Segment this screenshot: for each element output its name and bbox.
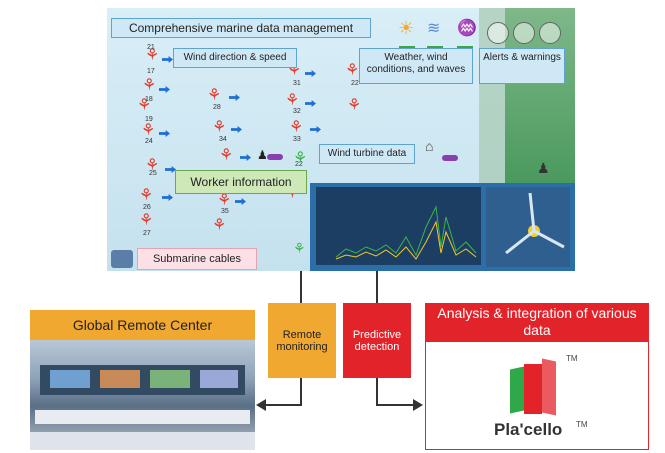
turbine-icon: ⚘ [207,87,222,104]
arrow-right-icon [413,399,423,411]
turbine-3d-svg [505,192,565,255]
wind-arrow-icon [305,100,316,107]
worker-icon: ♟ [257,148,268,162]
sun-icon: ☀ [398,18,415,38]
screen [200,370,238,388]
turbine-number: 34 [219,136,227,143]
substation-icon: ⌂ [425,138,434,154]
analysis-box: TM Pla'cello TM [425,341,649,450]
weather-label: Weather, wind conditions, and waves [359,48,473,84]
turbine-number: 32 [293,108,301,115]
turbine-number: 21 [147,44,155,51]
status-bar [457,46,473,49]
turbine-green-icon: ⚘ [293,150,308,167]
wind-arrow-icon [305,70,316,77]
turbine-number: 26 [143,204,151,211]
turbine-icon: ⚘ [142,77,157,94]
turbine-number: 18 [145,96,153,103]
turbine-icon: ⚘ [145,157,160,174]
remote-monitoring-box: Remote monitoring [268,303,336,378]
turbine-number: 19 [145,116,153,123]
connector-line [376,404,414,406]
turbine-icon: ⚘ [139,187,154,204]
turbine-icon: ⚘ [217,192,232,209]
turbine-data-panel [310,183,575,271]
worker-icon: ♟ [537,160,550,176]
screen [50,370,90,388]
screen [100,370,140,388]
wave-icon: ♒ [457,20,477,37]
ship-icon [267,154,283,160]
turbine-number: 25 [149,170,157,177]
predictive-detection-box: Predictive detection [343,303,411,378]
wind-arrow-icon [235,198,246,205]
turbine-number: 24 [145,138,153,145]
status-bar [399,46,415,49]
alerts-label: Alerts & warnings [479,48,565,84]
turbine-icon: ⚘ [141,122,156,139]
wind-arrow-icon [231,126,242,133]
turbine-3d-view [486,187,570,267]
analysis-title: Analysis & integration of various data [425,303,649,341]
wind-arrow-icon [162,56,173,63]
wind-arrow-icon [240,154,251,161]
desk-row [35,410,250,424]
arrow-left-icon [256,399,266,411]
turbine-icon: ⚘ [145,47,160,64]
turbine-icon: ⚘ [285,92,300,109]
connector-line [265,404,302,406]
turbine-icon: ⚘ [212,217,227,234]
turbine-icon: ⚘ [137,97,152,114]
wind-icon: ≋ [427,20,441,37]
control-room-photo [30,340,255,450]
map-title: Comprehensive marine data management [111,18,371,38]
turbine-number: 35 [221,208,229,215]
turbine-icon: ⚘ [347,97,362,114]
turbine-number: 28 [213,104,221,111]
turbine-number: 33 [293,136,301,143]
wind-label: Wind direction & speed [173,48,297,68]
cables-label: Submarine cables [137,248,257,270]
turbine-icon: ⚘ [289,119,304,136]
turbine-number: 17 [147,68,155,75]
turbine-icon: ⚘ [345,62,360,79]
worker-label: Worker information [175,170,307,194]
wind-arrow-icon [229,94,240,101]
chart-svg [335,205,477,260]
turbine-green-icon: ⚘ [293,240,306,256]
placello-logo-icon [510,358,562,416]
screen [150,370,190,388]
trademark: TM [566,354,578,363]
wind-arrow-icon [159,86,170,93]
turbine-icon: ⚘ [139,212,154,229]
turbine-icon: ⚘ [212,119,227,136]
wind-arrow-icon [165,166,176,173]
wind-arrow-icon [159,130,170,137]
ship-icon [442,155,458,161]
marine-map-panel: ⚘ ⚘ ⚘ ⚘ ⚘ ⚘ ⚘ ⚘ ⚘ ⚘ ⚘ ⚘ ⚘ ⚘ ⚘ ⚘ ⚘ ⚘ 21 2… [107,8,575,271]
turbine-number: 31 [293,80,301,87]
wind-arrow-icon [310,126,321,133]
turbine-number: 27 [143,230,151,237]
data-chart [316,187,481,265]
turbine-icon: ⚘ [219,147,234,164]
turbine-alert-icon[interactable] [487,22,509,44]
status-bar [427,46,443,49]
turbine-number: 22 [351,80,359,87]
flag-alert-icon[interactable] [513,22,535,44]
placello-logo-text: Pla'cello [494,420,563,439]
wind-arrow-icon [162,194,173,201]
wave-alert-icon[interactable] [539,22,561,44]
desk-row [30,432,255,450]
trademark: TM [576,420,588,429]
turbine-data-label: Wind turbine data [319,144,415,164]
turbine-number: 22 [295,161,303,168]
panel-toggle-button[interactable] [111,250,133,268]
grc-title: Global Remote Center [30,310,255,340]
